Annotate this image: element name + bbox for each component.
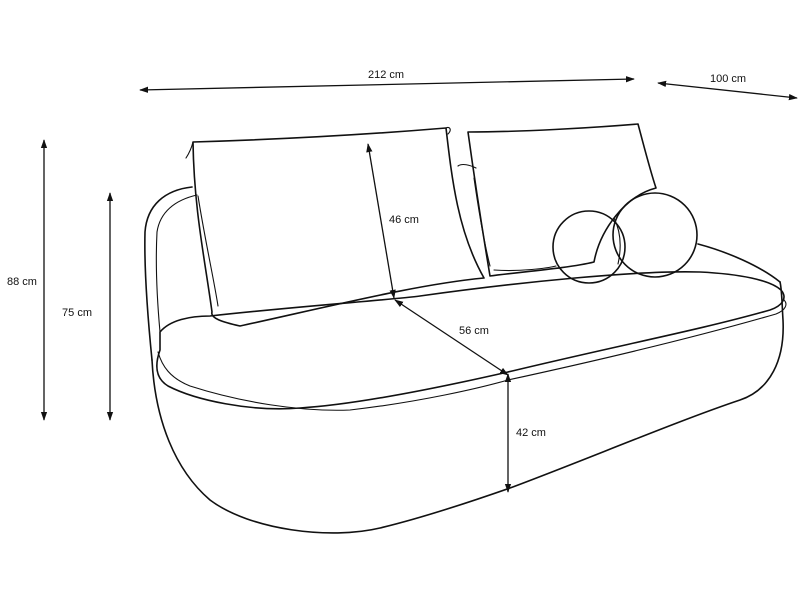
cushion-height-dimension-line xyxy=(366,143,396,299)
right-pillow-wrinkle xyxy=(493,265,557,272)
right-back-pillow xyxy=(467,123,657,277)
backrest-right-edge xyxy=(697,243,781,283)
seat-depth-label: 56 cm xyxy=(459,325,489,337)
seat-depth-dimension-line xyxy=(394,299,509,376)
cushion-height-label: 46 cm xyxy=(389,214,419,226)
width-label: 212 cm xyxy=(368,69,404,81)
depth-label: 100 cm xyxy=(710,73,746,85)
dimension-labels: 212 cm 100 cm 88 cm 75 cm 46 cm 56 cm 42… xyxy=(7,69,746,439)
width-dimension-line xyxy=(139,76,635,93)
sofa-drawing xyxy=(144,123,787,534)
bolster-overlap xyxy=(613,217,621,265)
total-height-label: 88 cm xyxy=(7,276,37,288)
armrest-height-label: 75 cm xyxy=(62,307,92,319)
round-bolster-pillow-front xyxy=(552,210,626,284)
seat-height-label: 42 cm xyxy=(516,427,546,439)
round-bolster-pillow-back xyxy=(612,192,698,278)
left-pillow-corner-fold xyxy=(185,126,451,159)
depth-dimension-line xyxy=(657,80,798,101)
left-pillow-seam xyxy=(197,195,219,307)
left-back-pillow xyxy=(192,127,485,327)
sofa-base-outline xyxy=(151,281,784,534)
backrest-top-edge xyxy=(457,163,477,169)
right-pillow-seam xyxy=(473,177,491,267)
seat-cushion-top xyxy=(156,270,785,410)
dimension-lines xyxy=(40,76,798,493)
left-armrest-inner xyxy=(155,194,198,333)
seat-piping xyxy=(157,299,787,411)
left-armrest-outline xyxy=(144,186,193,361)
